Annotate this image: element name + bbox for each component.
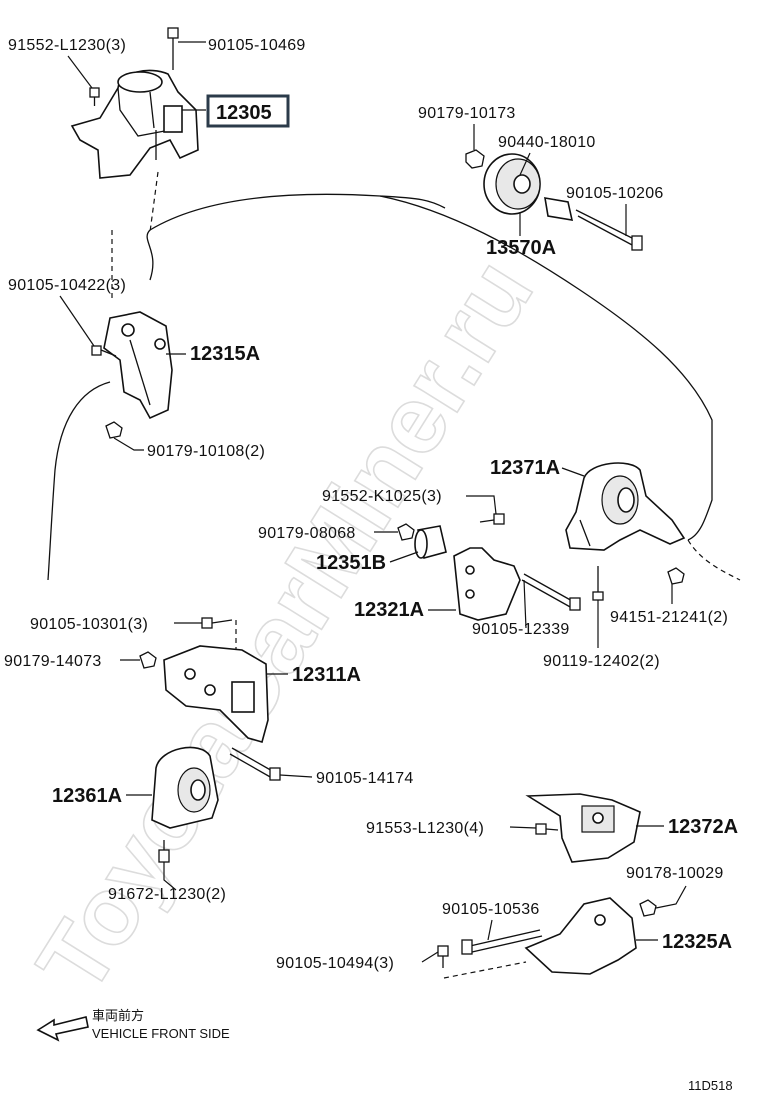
highlight-part-12305[interactable]: 12305 — [206, 94, 290, 128]
assembly-label-12321a[interactable]: 12321A — [354, 599, 424, 621]
assembly-label-12315a[interactable]: 12315A — [190, 343, 260, 365]
part-number-labels: 91552-L1230(3) 90105-10469 90179-10173 9044… — [4, 37, 728, 972]
bolt-91552-K1025[interactable] — [479, 513, 505, 525]
part-label-90105-14174[interactable]: 90105-14174 — [316, 770, 414, 787]
part-12311A-bracket[interactable] — [163, 620, 269, 743]
assembly-label-12311a[interactable]: 12311A — [292, 664, 361, 686]
bolt-90178-10029[interactable] — [639, 899, 657, 917]
front-note-english: VEHICLE FRONT SIDE — [92, 1026, 230, 1041]
nut-90179-10108[interactable] — [105, 421, 123, 439]
bolt-90105-10494[interactable] — [437, 945, 449, 968]
bolt-90105-10536[interactable] — [461, 929, 543, 955]
part-label-90179-10173[interactable]: 90179-10173 — [418, 105, 516, 122]
part-label-90105-12339[interactable]: 90105-12339 — [472, 621, 570, 638]
part-label-90105-10469[interactable]: 90105-10469 — [208, 37, 306, 54]
part-label-90440-18010[interactable]: 90440-18010 — [498, 134, 596, 151]
part-12315A-bracket[interactable] — [103, 311, 173, 420]
bolt-90119-12402[interactable] — [592, 566, 604, 601]
nut-90179-08068[interactable] — [397, 523, 415, 541]
part-13570A-pulley[interactable] — [483, 153, 574, 221]
part-12371A-mount[interactable] — [565, 462, 686, 551]
part-12361A-mount[interactable] — [151, 746, 219, 829]
bolt-90105-14174[interactable] — [229, 747, 281, 781]
bolt-91553-L1230[interactable] — [535, 823, 559, 835]
part-label-90105-10536[interactable]: 90105-10536 — [442, 901, 540, 918]
part-label-90179-14073[interactable]: 90179-14073 — [4, 653, 102, 670]
part-label-90105-10422-3[interactable]: 90105-10422(3) — [8, 277, 126, 294]
part-label-91552-k1025-3[interactable]: 91552-K1025(3) — [322, 488, 442, 505]
part-label-90119-12402-2[interactable]: 90119-12402(2) — [543, 653, 660, 670]
bolt-91552-L1230[interactable] — [89, 87, 100, 106]
part-label-90179-08068[interactable]: 90179-08068 — [258, 525, 356, 542]
nut-90179-14073[interactable] — [139, 651, 157, 669]
assembly-label-12371a[interactable]: 12371A — [490, 457, 560, 479]
part-label-90178-10029[interactable]: 90178-10029 — [626, 865, 724, 882]
bolt-90105-10422[interactable] — [91, 345, 117, 357]
assembly-label-12325a[interactable]: 12325A — [662, 931, 732, 953]
bolt-90105-10206[interactable] — [575, 209, 643, 251]
assembly-label-12372a[interactable]: 12372A — [668, 816, 738, 838]
part-label-91552-l1230-3[interactable]: 91552-L1230(3) — [8, 37, 126, 54]
nut-90179-10173[interactable] — [465, 149, 485, 169]
vehicle-front-note: 車両前方 VEHICLE FRONT SIDE — [36, 1008, 230, 1042]
part-label-90105-10206[interactable]: 90105-10206 — [566, 185, 664, 202]
assembly-labels: 13570A 12315A 12371A 12351B 12321A 12311A 1236… — [52, 237, 738, 953]
front-note-japanese: 車両前方 — [92, 1008, 144, 1023]
part-label-94151-21241-2[interactable]: 94151-21241(2) — [610, 609, 728, 626]
highlight-label: 12305 — [216, 102, 272, 124]
assembly-label-13570a[interactable]: 13570A — [486, 237, 556, 259]
part-label-90179-10108-2[interactable]: 90179-10108(2) — [147, 443, 265, 460]
bolt-90105-10469[interactable] — [167, 27, 179, 70]
part-label-90105-10301-3[interactable]: 90105-10301(3) — [30, 616, 148, 633]
assembly-label-12361a[interactable]: 12361A — [52, 785, 122, 807]
part-label-90105-10494-3[interactable]: 90105-10494(3) — [276, 955, 394, 972]
part-12325A-bracket[interactable] — [443, 897, 637, 979]
part-12372A-mount[interactable] — [525, 793, 641, 863]
part-12351B-bushing[interactable] — [414, 525, 447, 559]
part-label-91672-l1230-2[interactable]: 91672-L1230(2) — [108, 886, 226, 903]
leader-lines — [59, 41, 687, 963]
diagram-code: 11D518 — [688, 1078, 733, 1093]
part-12305-engine-mount-insulator[interactable] — [70, 69, 199, 179]
bolt-90105-12339[interactable] — [521, 573, 581, 611]
part-12321A-bracket[interactable] — [453, 547, 521, 621]
nut-94151-21241[interactable] — [667, 567, 685, 585]
part-label-91553-l1230-4[interactable]: 91553-L1230(4) — [366, 820, 484, 837]
front-direction-arrow-icon — [36, 1016, 89, 1042]
assembly-label-12351b[interactable]: 12351B — [316, 552, 386, 574]
engine-outline — [47, 171, 741, 581]
